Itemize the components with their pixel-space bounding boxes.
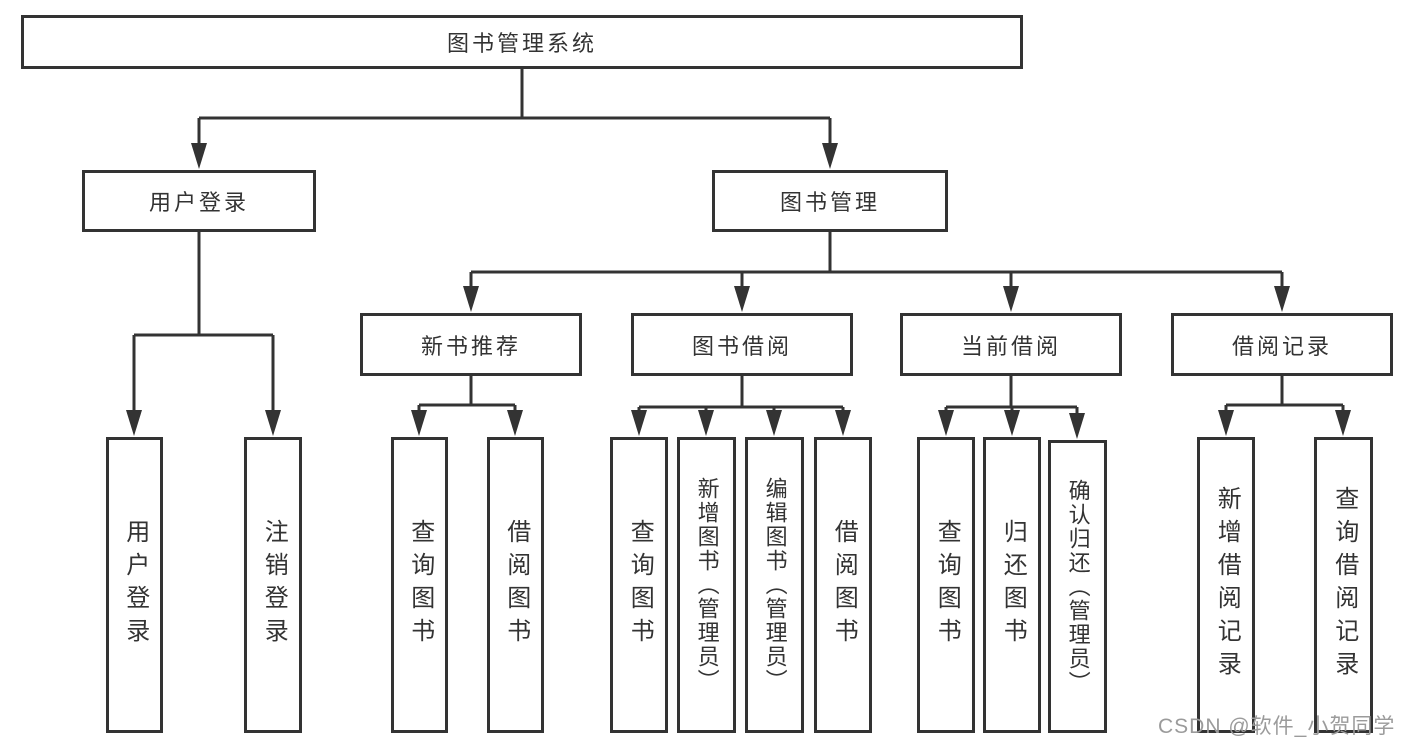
arrow-icon [1004, 410, 1020, 436]
arrow-icon [265, 410, 281, 436]
arrow-icon [191, 143, 207, 169]
node-branch-user-login: 用户登录 [82, 170, 316, 232]
node-branch-book-management: 图书管理 [712, 170, 948, 232]
node-branch-user-login-label: 用户登录 [148, 190, 249, 215]
node-leaf-confirm-return-admin-label: 确认归还（管理员） [1065, 478, 1091, 695]
watermark-text: CSDN @软件_小贺同学 [1158, 715, 1396, 738]
node-leaf-query-borrow-record-label: 查询借阅记录 [1330, 486, 1358, 684]
node-leaf-query-books-1: 查询图书 [391, 437, 448, 733]
node-leaf-borrow-books-1-label: 借阅图书 [502, 519, 530, 651]
node-branch-current-borrow: 当前借阅 [900, 313, 1122, 376]
arrow-icon [1218, 410, 1234, 436]
arrow-icon [411, 410, 427, 436]
node-leaf-user-login-label: 用户登录 [121, 519, 149, 651]
arrow-icon [631, 410, 647, 436]
arrow-icon [1274, 286, 1290, 312]
arrow-icon [938, 410, 954, 436]
arrow-icon [1003, 286, 1019, 312]
node-leaf-add-borrow-record: 新增借阅记录 [1197, 437, 1255, 733]
node-leaf-edit-books-admin: 编辑图书（管理员） [745, 437, 804, 733]
arrow-icon [126, 410, 142, 436]
arrow-icon [734, 286, 750, 312]
arrowheads [126, 143, 1351, 439]
node-leaf-query-borrow-record: 查询借阅记录 [1314, 437, 1373, 733]
node-leaf-query-books-2-label: 查询图书 [626, 519, 654, 651]
node-leaf-query-books-2: 查询图书 [610, 437, 668, 733]
node-leaf-add-books-admin-label: 新增图书（管理员） [694, 477, 720, 693]
node-branch-book-borrow-label: 图书借阅 [691, 333, 792, 359]
node-branch-new-book-recommend: 新书推荐 [360, 313, 582, 376]
arrow-icon [766, 410, 782, 436]
node-leaf-query-books-3-label: 查询图书 [933, 519, 961, 651]
node-leaf-logout-label: 注销登录 [260, 519, 288, 651]
arrow-icon [1069, 413, 1085, 439]
node-branch-new-book-recommend-label: 新书推荐 [420, 333, 521, 359]
arrow-icon [835, 410, 851, 436]
node-leaf-borrow-books-2-label: 借阅图书 [830, 519, 858, 651]
node-branch-borrow-records-label: 借阅记录 [1231, 333, 1332, 359]
arrow-icon [507, 410, 523, 436]
node-leaf-query-books-1-label: 查询图书 [406, 519, 434, 651]
arrow-icon [1335, 410, 1351, 436]
node-root: 图书管理系统 [21, 15, 1023, 69]
arrow-icon [822, 143, 838, 169]
node-leaf-return-books: 归还图书 [983, 437, 1041, 733]
arrow-icon [698, 410, 714, 436]
node-branch-borrow-records: 借阅记录 [1171, 313, 1393, 376]
node-root-label: 图书管理系统 [446, 31, 597, 56]
node-leaf-return-books-label: 归还图书 [999, 519, 1027, 651]
node-leaf-logout: 注销登录 [244, 437, 302, 733]
node-leaf-add-books-admin: 新增图书（管理员） [677, 437, 736, 733]
node-leaf-edit-books-admin-label: 编辑图书（管理员） [762, 477, 788, 693]
node-branch-book-borrow: 图书借阅 [631, 313, 853, 376]
node-leaf-add-borrow-record-label: 新增借阅记录 [1213, 486, 1241, 684]
node-branch-current-borrow-label: 当前借阅 [960, 333, 1061, 359]
node-leaf-user-login: 用户登录 [106, 437, 163, 733]
node-leaf-borrow-books-2: 借阅图书 [814, 437, 872, 733]
node-leaf-borrow-books-1: 借阅图书 [487, 437, 544, 733]
arrow-icon [463, 286, 479, 312]
node-leaf-confirm-return-admin: 确认归还（管理员） [1048, 440, 1107, 733]
node-branch-book-management-label: 图书管理 [779, 190, 880, 215]
node-leaf-query-books-3: 查询图书 [917, 437, 975, 733]
